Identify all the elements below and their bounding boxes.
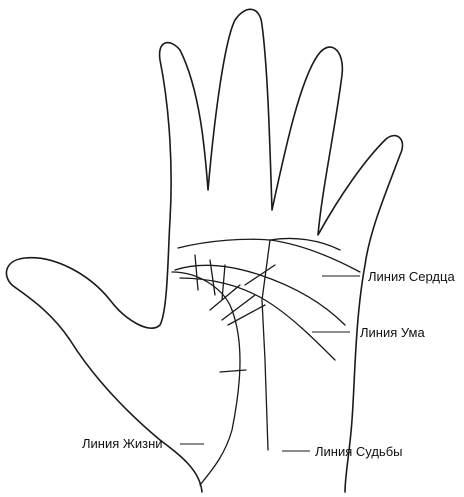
head-line-lower xyxy=(180,278,335,360)
mark-7 xyxy=(245,265,275,285)
life-line xyxy=(172,272,240,485)
hand-outline xyxy=(6,9,402,492)
mark-8 xyxy=(220,370,246,372)
head-line-label: Линия Ума xyxy=(360,325,425,340)
heart-line-label: Линия Сердца xyxy=(368,269,455,284)
fate-line-label: Линия Судьбы xyxy=(315,444,403,459)
life-line-label: Линия Жизни xyxy=(82,436,163,451)
mark-1 xyxy=(195,255,198,290)
